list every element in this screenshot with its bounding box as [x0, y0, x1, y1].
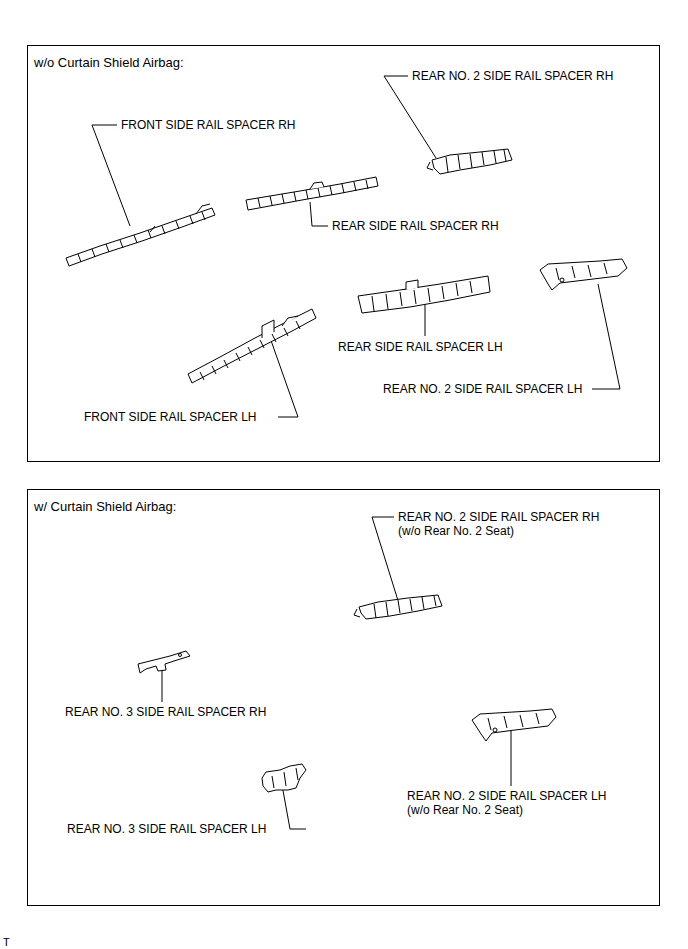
art-shape [592, 284, 620, 389]
art-shape [92, 125, 130, 226]
rear-rail-spacer-lh [358, 276, 490, 313]
art-shape [372, 517, 400, 607]
part-label: FRONT SIDE RAIL SPACER RH [121, 118, 295, 132]
part-label: REAR NO. 2 SIDE RAIL SPACER RH [412, 69, 613, 83]
rear-no2-spacer-rh [427, 149, 512, 174]
art-shape [258, 180, 368, 207]
part-label: REAR SIDE RAIL SPACER LH [338, 340, 503, 354]
art-shape [384, 76, 436, 158]
art-shape [188, 309, 316, 383]
art-shape [359, 595, 442, 619]
panel-frame: w/ Curtain Shield Airbag: [27, 489, 660, 906]
rear-no2-spacer-rh-2 [354, 595, 442, 619]
art-shape [78, 212, 205, 262]
front-rail-spacer-rh [66, 204, 215, 266]
art-shape [427, 162, 433, 170]
part-label: REAR NO. 3 SIDE RAIL SPACER RH [65, 705, 266, 719]
art-shape [310, 202, 328, 226]
art-shape [200, 321, 300, 380]
part-label: REAR NO. 2 SIDE RAIL SPACER LH (w/o Rear… [407, 789, 621, 817]
art-shape [66, 208, 215, 266]
parts [66, 149, 627, 792]
art-shape [138, 651, 190, 673]
art-shape [310, 182, 324, 189]
art-shape [150, 204, 210, 232]
rear-rail-spacer-rh [246, 177, 378, 210]
panel-heading: w/o Curtain Shield Airbag: [34, 55, 184, 70]
part-label: FRONT SIDE RAIL SPACER LH [84, 410, 256, 424]
art-shape [179, 654, 182, 657]
art-shape [406, 280, 418, 290]
art-shape [488, 713, 539, 730]
art-shape [272, 768, 298, 788]
panel-frame: w/o Curtain Shield Airbag: [27, 45, 660, 462]
art-shape [540, 259, 627, 290]
art-shape [493, 728, 497, 732]
panel-heading: w/ Curtain Shield Airbag: [34, 499, 176, 514]
art-shape [262, 764, 306, 792]
art-shape [354, 609, 360, 617]
part-label: REAR NO. 2 SIDE RAIL SPACER LH [383, 382, 582, 396]
figure-code: T [3, 935, 10, 949]
art-shape [560, 278, 564, 282]
art-shape [556, 263, 607, 280]
art-shape [472, 709, 556, 741]
rear-no2-spacer-lh [540, 259, 627, 290]
art-shape [425, 302, 426, 336]
art-shape [358, 276, 490, 313]
art-shape [432, 149, 512, 174]
part-label: REAR NO. 2 SIDE RAIL SPACER RH (w/o Rear… [398, 510, 612, 538]
part-label: REAR SIDE RAIL SPACER RH [332, 219, 499, 233]
front-rail-spacer-lh [188, 309, 316, 383]
art-shape [374, 596, 436, 618]
part-label: REAR NO. 3 SIDE RAIL SPACER LH [67, 822, 266, 836]
rear-no3-spacer-rh [138, 651, 190, 673]
rear-no3-spacer-lh [262, 764, 306, 792]
art-shape [262, 316, 298, 338]
art-shape [246, 177, 378, 210]
art-shape [268, 332, 298, 417]
art-shape [372, 281, 472, 311]
art-shape [446, 150, 506, 172]
rear-no2-spacer-lh-2 [472, 709, 556, 741]
art-shape [511, 726, 512, 786]
